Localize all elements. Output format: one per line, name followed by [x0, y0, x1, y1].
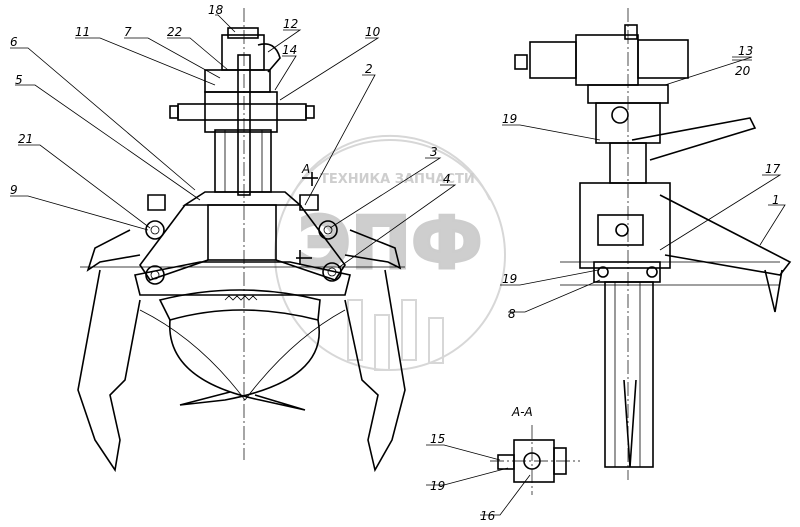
section-marker-top: А [301, 162, 310, 176]
callout-8: 8 [508, 307, 516, 321]
front-view: А [77, 8, 406, 473]
callout-19-mid: 19 [502, 272, 517, 286]
leader-lines [10, 14, 786, 516]
callout-2: 2 [365, 62, 373, 76]
callout-3: 3 [430, 145, 438, 159]
callout-9: 9 [10, 183, 18, 197]
callout-labels: 6 5 11 7 22 18 12 14 10 2 3 4 21 9 19 13… [10, 3, 781, 523]
callout-18: 18 [208, 3, 224, 17]
callout-11: 11 [75, 25, 90, 39]
callout-13: 13 [738, 44, 753, 58]
callout-14: 14 [282, 43, 297, 57]
section-title: А-А [511, 405, 533, 419]
watermark-columns-icon [347, 299, 444, 371]
watermark-logo: ЭПФ [298, 201, 483, 285]
callout-17: 17 [765, 162, 781, 176]
callout-12: 12 [283, 17, 298, 31]
callout-7: 7 [124, 25, 132, 39]
callout-19-top: 19 [502, 112, 517, 126]
callout-22: 22 [167, 25, 182, 39]
callout-10: 10 [365, 25, 381, 39]
callout-5: 5 [15, 73, 23, 87]
callout-1: 1 [772, 193, 780, 207]
callout-21: 21 [18, 132, 33, 146]
callout-15: 15 [430, 432, 445, 446]
callout-4: 4 [443, 172, 451, 186]
callout-6: 6 [10, 35, 18, 49]
callout-20: 20 [735, 64, 751, 78]
side-view [514, 8, 792, 480]
callout-16: 16 [480, 509, 496, 523]
section-a-a: А-А [490, 405, 580, 495]
callout-19-section: 19 [430, 479, 445, 493]
watermark-arc-text: ТЕХНИКА ЗАПЧАСТИ [320, 172, 475, 187]
